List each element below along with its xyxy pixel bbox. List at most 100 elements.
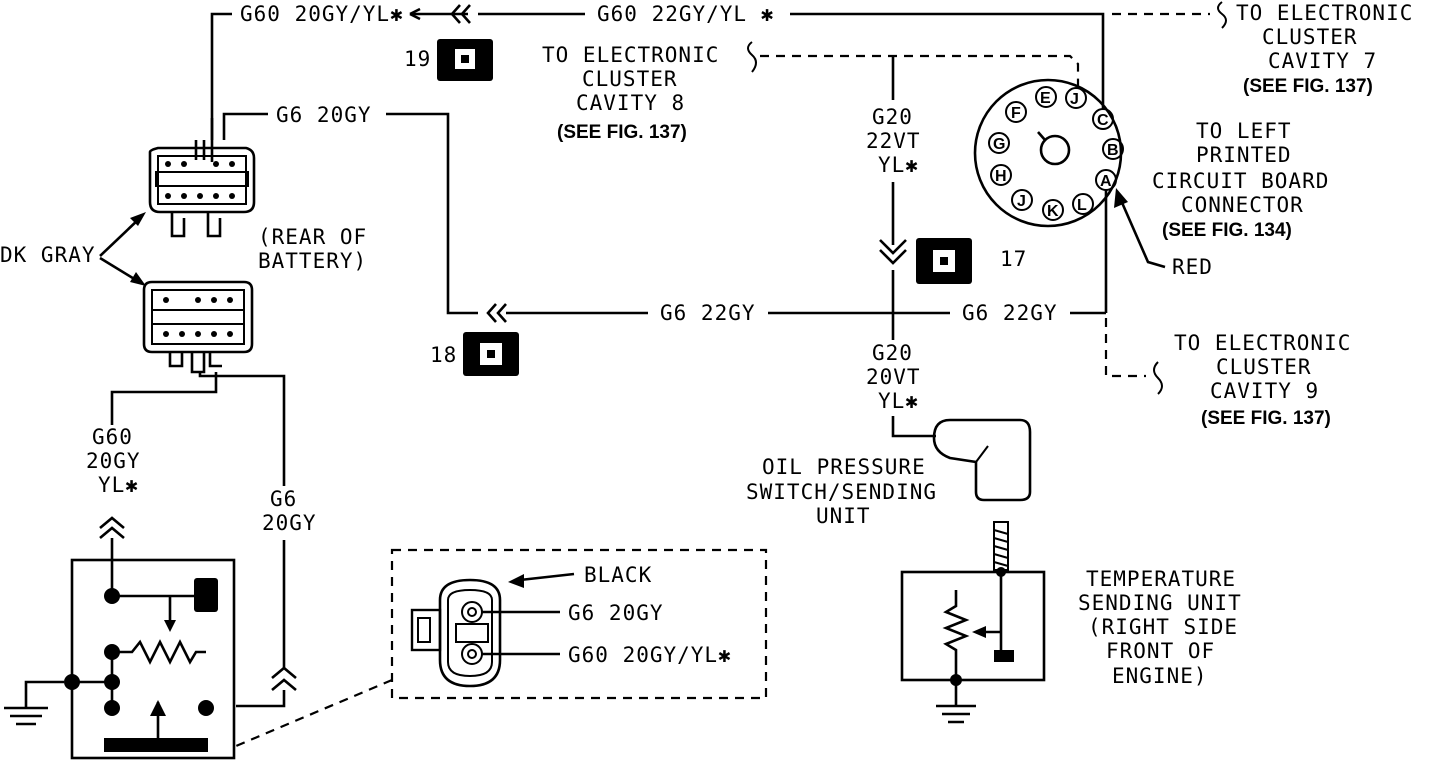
connector-inset xyxy=(235,548,768,748)
pin-A: A xyxy=(1095,169,1117,191)
left-chevron-g6 xyxy=(271,666,297,691)
svg-text:ENGINE): ENGINE) xyxy=(1112,664,1208,688)
wire-label-g6-22gy-right: G6 22GY xyxy=(962,301,1058,325)
svg-text:19: 19 xyxy=(404,47,431,71)
gauge-module xyxy=(64,558,236,760)
top-wire-g60 xyxy=(210,1,1227,162)
wire-g6-to-upper xyxy=(222,112,268,140)
svg-text:YL✱: YL✱ xyxy=(878,153,919,177)
callout-cluster-cavity-8: TO ELECTRONIC CLUSTER CAVITY 8 (SEE FIG.… xyxy=(542,43,719,143)
pin-G: G xyxy=(988,132,1010,154)
svg-text:CAVITY 8: CAVITY 8 xyxy=(576,91,685,115)
pin-K: K xyxy=(1042,199,1064,221)
wire-label-g6-left: G6 20GY xyxy=(262,487,317,535)
svg-text:18: 18 xyxy=(430,343,457,367)
wire-label-g6-20gy-top: G6 20GY xyxy=(276,103,372,127)
svg-text:CAVITY 9: CAVITY 9 xyxy=(1210,379,1319,403)
callout-oil-pressure: OIL PRESSURE SWITCH/SENDING UNIT xyxy=(746,455,937,528)
cavity-8-wire xyxy=(747,41,1080,100)
svg-text:G60: G60 xyxy=(92,425,133,449)
callout-temperature: TEMPERATURE SENDING UNIT (RIGHT SIDE FRO… xyxy=(1078,567,1242,688)
inset-label-g60: G60 20GY/YL✱ xyxy=(568,643,732,667)
svg-text:CLUSTER: CLUSTER xyxy=(1216,355,1312,379)
svg-text:OIL PRESSURE: OIL PRESSURE xyxy=(762,455,926,479)
lower-battery-connector xyxy=(142,280,254,374)
pin-F: F xyxy=(1005,101,1027,123)
svg-text:SWITCH/SENDING: SWITCH/SENDING xyxy=(746,480,937,504)
svg-text:BATTERY): BATTERY) xyxy=(258,249,367,273)
svg-text:(SEE FIG. 137): (SEE FIG. 137) xyxy=(1243,76,1373,97)
red-arrow: RED xyxy=(1114,188,1213,279)
pin-J-top: J xyxy=(1065,87,1087,109)
pin-J-bottom: J xyxy=(1011,189,1033,211)
connector-19: 19 xyxy=(404,39,493,81)
upper-battery-connector xyxy=(148,140,256,238)
svg-text:C: C xyxy=(1097,112,1109,129)
svg-text:22VT: 22VT xyxy=(866,129,921,153)
svg-text:F: F xyxy=(1011,105,1021,122)
callout-left-pcb: TO LEFT PRINTED CIRCUIT BOARD CONNECTOR … xyxy=(1152,119,1329,241)
wire-g60-left-down xyxy=(110,372,218,425)
svg-text:TO ELECTRONIC: TO ELECTRONIC xyxy=(1236,1,1413,25)
pin-C: C xyxy=(1092,108,1114,130)
cavity-9-dash xyxy=(1104,318,1146,378)
pin-H: H xyxy=(990,164,1012,186)
oil-pressure-switch xyxy=(932,418,1032,502)
svg-text:(SEE FIG. 137): (SEE FIG. 137) xyxy=(1201,408,1331,429)
svg-text:E: E xyxy=(1040,90,1051,107)
svg-text:TEMPERATURE: TEMPERATURE xyxy=(1086,567,1236,591)
svg-text:G: G xyxy=(993,136,1005,153)
svg-text:J: J xyxy=(1017,193,1026,210)
temperature-sending-unit xyxy=(900,521,1046,724)
svg-text:J: J xyxy=(1070,91,1079,108)
svg-text:20VT: 20VT xyxy=(866,365,921,389)
callout-cluster-cavity-9: TO ELECTRONIC CLUSTER CAVITY 9 (SEE FIG.… xyxy=(1174,331,1351,429)
svg-text:PRINTED: PRINTED xyxy=(1196,143,1292,167)
svg-text:TO ELECTRONIC: TO ELECTRONIC xyxy=(542,43,719,67)
svg-text:YL✱: YL✱ xyxy=(878,389,919,413)
svg-text:RED: RED xyxy=(1172,255,1213,279)
connector-18: 18 xyxy=(430,332,519,376)
svg-text:H: H xyxy=(995,168,1007,185)
svg-text:SENDING UNIT: SENDING UNIT xyxy=(1078,591,1242,615)
wire-g20-20vt: G20 20VT YL✱ xyxy=(866,341,936,438)
wire-label-g60-left: G60 20GY YL✱ xyxy=(86,425,141,497)
svg-text:TO ELECTRONIC: TO ELECTRONIC xyxy=(1174,331,1351,355)
svg-text:A: A xyxy=(1100,173,1112,190)
svg-text:UNIT: UNIT xyxy=(816,504,871,528)
svg-text:20GY: 20GY xyxy=(86,449,141,473)
svg-text:CIRCUIT BOARD: CIRCUIT BOARD xyxy=(1152,169,1329,193)
svg-text:CLUSTER: CLUSTER xyxy=(1262,25,1358,49)
cavity-9-squiggle xyxy=(1153,361,1163,395)
svg-text:L: L xyxy=(1077,197,1087,214)
pin-L: L xyxy=(1072,193,1094,215)
svg-text:CONNECTOR: CONNECTOR xyxy=(1181,193,1304,217)
svg-text:20GY: 20GY xyxy=(262,511,317,535)
svg-text:FRONT OF: FRONT OF xyxy=(1106,639,1215,663)
svg-text:TO LEFT: TO LEFT xyxy=(1196,119,1292,143)
g6-mid-wire xyxy=(386,112,1106,323)
svg-text:G20: G20 xyxy=(872,341,913,365)
svg-text:CLUSTER: CLUSTER xyxy=(582,67,678,91)
inset-label-g6: G6 20GY xyxy=(568,601,664,625)
wire-g6-to-module xyxy=(236,690,286,708)
svg-text:(RIGHT SIDE: (RIGHT SIDE xyxy=(1088,615,1238,639)
svg-text:(SEE FIG. 134): (SEE FIG. 134) xyxy=(1162,220,1292,241)
wire-label-g60-22gy-yl-top: G60 22GY/YL ✱ xyxy=(597,2,774,26)
wire-label-g60-20gy-yl-top: G60 20GY/YL✱ xyxy=(240,2,404,26)
svg-text:CAVITY 7: CAVITY 7 xyxy=(1268,49,1377,73)
pin-B: B xyxy=(1102,138,1124,160)
wire-g20-22vt: G20 22VT YL✱ xyxy=(866,105,921,340)
connector-17: 17 xyxy=(916,238,1026,284)
svg-text:G20: G20 xyxy=(872,105,913,129)
svg-text:K: K xyxy=(1047,203,1059,220)
svg-text:YL✱: YL✱ xyxy=(98,473,139,497)
callout-cluster-cavity-7: TO ELECTRONIC CLUSTER CAVITY 7 (SEE FIG.… xyxy=(1236,1,1413,97)
left-chevron-g60 xyxy=(99,516,125,539)
pin-E: E xyxy=(1035,86,1057,108)
inset-label-black: BLACK xyxy=(584,563,652,587)
svg-text:G6: G6 xyxy=(270,487,297,511)
svg-text:(REAR OF: (REAR OF xyxy=(258,225,367,249)
svg-text:B: B xyxy=(1107,142,1119,159)
